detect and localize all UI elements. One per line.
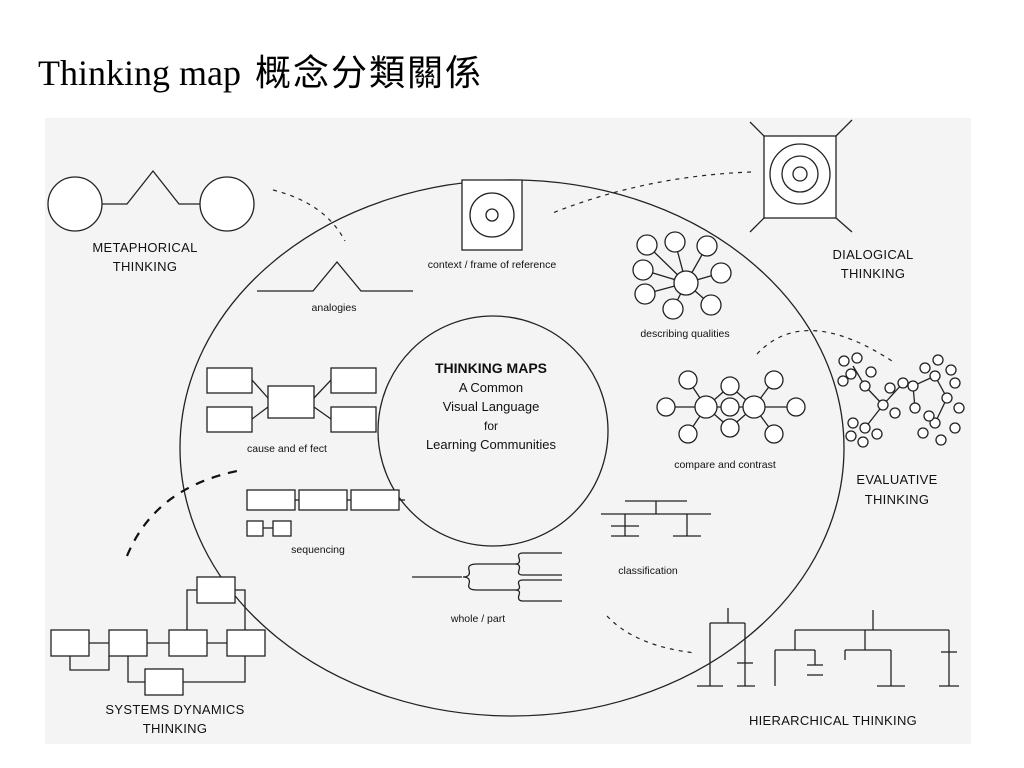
center-heading: THINKING MAPS [435,360,547,376]
analogies-map-label: analogies [312,302,357,314]
systems-dynamics-thinking: SYSTEMS DYNAMICS THINKING [50,576,266,736]
classification-map-label: classification [618,565,678,577]
context-map-label: context / frame of reference [428,259,557,271]
center-line-4: Learning Communities [426,437,557,452]
center-line-1: A Common [459,380,523,395]
systems-connector [125,469,238,557]
classification-map [601,500,711,537]
dialogical-connector [549,171,752,215]
evaluative-thinking: EVALUATIVE THINKING [837,352,965,507]
dialogical-thinking: DIALOGICAL THINKING [749,119,913,281]
compare-map-label: compare and contrast [674,459,776,471]
metaphorical-thinking: METAPHORICAL THINKING [47,169,255,274]
evaluative-label-1: EVALUATIVE [856,472,937,487]
context-map: context / frame of reference [428,179,557,271]
cause-effect-map-label: cause and ef fect [247,443,327,455]
sequencing-map: sequencing [246,489,405,556]
dialogical-label-2: THINKING [841,266,906,281]
analogies-map: analogies [257,260,413,314]
compare-map: compare and contrast [656,370,806,471]
center-circle: THINKING MAPS A Common Visual Language f… [377,315,609,547]
hierarchical-thinking [697,608,959,687]
center-line-2: Visual Language [443,399,540,414]
metaphorical-label-1: METAPHORICAL [92,240,197,255]
metaphorical-connector [272,189,346,242]
evaluative-connector [756,329,896,364]
hierarchical-connector [606,615,696,654]
metaphorical-label-2: THINKING [113,259,178,274]
evaluative-label-2: THINKING [865,492,930,507]
dialogical-label-1: DIALOGICAL [832,247,913,262]
title-chinese: 概念分類關係 [254,53,483,93]
systems-label-1: SYSTEMS DYNAMICS [105,702,244,717]
systems-label-2: THINKING [143,721,208,736]
thinking-maps-diagram: THINKING MAPS A Common Visual Language f… [45,118,971,744]
hierarchical-label: HIERARCHICAL THINKING [749,713,917,728]
sequencing-map-label: sequencing [291,544,345,556]
title-english: Thinking map [38,53,241,93]
whole-part-map [412,552,562,602]
describing-map-label: describing qualities [640,328,729,340]
cause-effect-map: cause and ef fect [206,367,377,455]
center-line-3: for [484,419,498,433]
diagram-svg: THINKING MAPS A Common Visual Language f… [47,119,965,736]
page-title: Thinking map 概念分類關係 [38,44,483,96]
describing-map: describing qualities [632,231,732,340]
whole-part-map-label: whole / part [450,613,505,625]
